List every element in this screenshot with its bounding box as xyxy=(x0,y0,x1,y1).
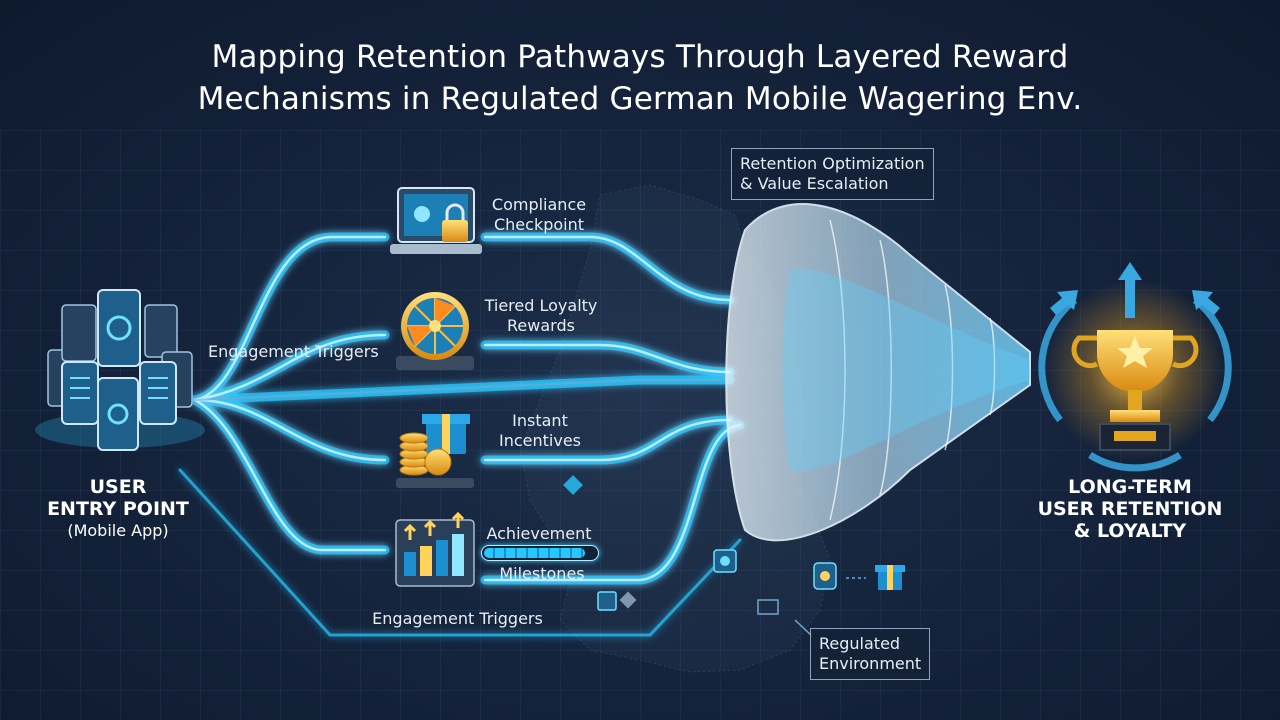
laptop-lock-icon xyxy=(390,187,482,254)
regulated-environment-box: Regulated Environment xyxy=(810,628,931,680)
achievement-line-2: Milestones xyxy=(499,564,585,583)
bottom-triggers-text: Engagement Triggers xyxy=(372,609,543,628)
engagement-triggers-label: Engagement Triggers xyxy=(208,342,379,362)
entry-point-label: USER ENTRY POINT (Mobile App) xyxy=(40,476,196,542)
retention-optimization-box: Retention Optimization & Value Escalatio… xyxy=(731,148,934,200)
map-icon xyxy=(563,475,866,637)
funnel-icon xyxy=(725,203,1031,542)
prize-wheel-icon xyxy=(396,292,474,370)
entry-line-3: (Mobile App) xyxy=(67,521,169,540)
achievement-label: Achievement xyxy=(484,524,594,544)
entry-line-2: ENTRY POINT xyxy=(47,498,189,520)
gift-icon xyxy=(875,565,905,590)
title-line-2: Mechanisms in Regulated German Mobile Wa… xyxy=(197,81,1083,117)
milestones-label: Milestones xyxy=(484,564,600,584)
instant-incentives-label: Instant Incentives xyxy=(490,411,590,451)
funnel-label-line-2: & Value Escalation xyxy=(740,174,889,193)
smartphones-icon xyxy=(35,289,205,451)
incentives-line-2: Incentives xyxy=(498,431,581,450)
compliance-checkpoint-label: Compliance Checkpoint xyxy=(484,195,594,235)
compliance-line-2: Checkpoint xyxy=(493,215,585,234)
outcome-label: LONG-TERM USER RETENTION & LOYALTY xyxy=(1030,476,1230,542)
compliance-line-1: Compliance xyxy=(491,195,587,214)
regulated-line-2: Environment xyxy=(819,654,922,673)
engagement-triggers-text: Engagement Triggers xyxy=(208,342,379,361)
tiered-loyalty-label: Tiered Loyalty Rewards xyxy=(476,296,606,336)
achievement-line-1: Achievement xyxy=(486,524,592,543)
page-title: Mapping Retention Pathways Through Layer… xyxy=(0,36,1280,120)
incentives-line-1: Instant xyxy=(512,411,568,430)
achievement-progress-fill xyxy=(484,548,585,558)
outcome-line-3: & LOYALTY xyxy=(1073,520,1187,542)
trophy-icon xyxy=(1038,262,1232,472)
bar-chart-icon xyxy=(395,511,475,587)
outcome-line-2: USER RETENTION xyxy=(1037,498,1223,520)
pathways xyxy=(178,232,745,637)
outcome-line-1: LONG-TERM xyxy=(1068,476,1192,498)
bottom-engagement-triggers-label: Engagement Triggers xyxy=(360,609,555,629)
coins-gift-icon xyxy=(396,414,474,488)
title-line-1: Mapping Retention Pathways Through Layer… xyxy=(211,39,1069,75)
entry-line-1: USER xyxy=(89,476,147,498)
funnel-label-line-1: Retention Optimization xyxy=(740,154,925,173)
loyalty-line-2: Rewards xyxy=(507,316,575,335)
regulated-line-1: Regulated xyxy=(819,634,901,653)
achievement-progress-bar xyxy=(481,545,599,561)
loyalty-line-1: Tiered Loyalty xyxy=(484,296,598,315)
